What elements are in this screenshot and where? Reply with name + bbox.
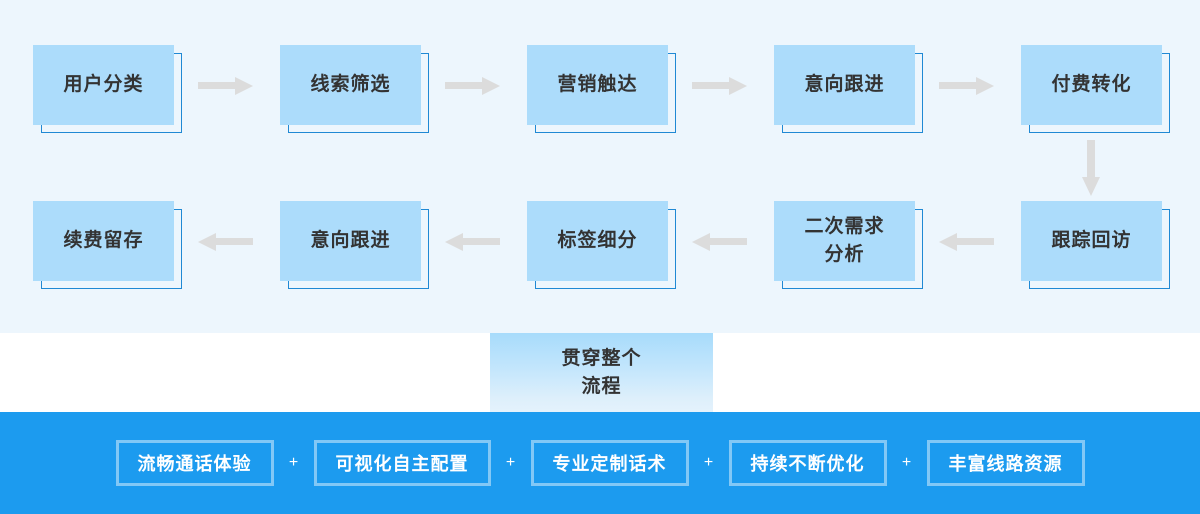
flow-node-lead-screening[interactable]: 线索筛选 [280,45,429,133]
flow-node-renewal-retention[interactable]: 续费留存 [33,201,182,289]
arrow-shaft [462,238,500,245]
flow-node-label: 用户分类 [63,74,144,95]
tag-separator-plus: + [703,454,714,471]
feature-tag-smooth-call-experience[interactable]: 流畅通话体验 [115,440,274,486]
feature-banner: 流畅通话体验 + 可视化自主配置 + 专业定制话术 + 持续不断优化 + 丰富线… [0,412,1200,514]
feature-tag-list: 流畅通话体验 + 可视化自主配置 + 专业定制话术 + 持续不断优化 + 丰富线… [115,440,1085,486]
node-fill [527,45,668,125]
node-fill [280,201,421,281]
flow-node-label: 二次需求 分析 [804,216,885,265]
arrow-right-icon [939,74,994,96]
arrow-head [939,233,957,251]
feature-tag-continuous-optimization[interactable]: 持续不断优化 [728,440,887,486]
arrow-shaft [956,238,994,245]
node-fill [774,201,915,281]
tag-separator-plus: + [505,454,516,471]
flow-node-tag-segmentation[interactable]: 标签细分 [527,201,676,289]
arrow-right-icon [692,74,747,96]
arrow-head [976,77,994,95]
feature-tag-professional-custom-script[interactable]: 专业定制话术 [530,440,689,486]
arrow-head [1082,177,1100,196]
flow-node-tracking-revisit[interactable]: 跟踪回访 [1021,201,1170,289]
arrow-left-icon [445,230,500,252]
feature-tag-visual-self-configuration[interactable]: 可视化自主配置 [313,440,491,486]
arrow-left-icon [939,230,994,252]
flow-node-label: 意向跟进 [310,230,391,251]
node-fill [280,45,421,125]
flow-node-label: 线索筛选 [310,74,391,95]
arrow-shaft [1087,140,1095,178]
arrow-left-icon [692,230,747,252]
arrow-right-icon [198,74,253,96]
node-fill [1021,45,1162,125]
flow-node-paid-conversion[interactable]: 付费转化 [1021,45,1170,133]
arrow-down-icon [1080,140,1102,196]
spanning-process-label: 贯穿整个 流程 [561,347,642,397]
node-fill [33,201,174,281]
node-fill [774,45,915,125]
node-fill [527,201,668,281]
node-fill [33,45,174,125]
arrow-head [235,77,253,95]
flow-node-user-segmentation[interactable]: 用户分类 [33,45,182,133]
tag-separator-plus: + [901,454,912,471]
flow-node-intent-followup-2[interactable]: 意向跟进 [280,201,429,289]
flow-node-marketing-reach[interactable]: 营销触达 [527,45,676,133]
arrow-shaft [445,82,483,89]
arrow-shaft [709,238,747,245]
flow-node-label: 意向跟进 [804,74,885,95]
flow-node-secondary-demand-analysis[interactable]: 二次需求 分析 [774,201,923,289]
flow-node-intent-followup-1[interactable]: 意向跟进 [774,45,923,133]
spanning-process-card[interactable]: 贯穿整个 流程 [490,333,713,412]
arrow-head [729,77,747,95]
flow-node-label: 跟踪回访 [1051,230,1132,251]
flow-node-label: 标签细分 [557,230,638,251]
arrow-right-icon [445,74,500,96]
arrow-shaft [198,82,236,89]
feature-tag-rich-line-resources[interactable]: 丰富线路资源 [926,440,1085,486]
arrow-left-icon [198,230,253,252]
tag-separator-plus: + [288,454,299,471]
flow-node-label: 续费留存 [63,230,144,251]
arrow-head [692,233,710,251]
arrow-shaft [215,238,253,245]
node-fill [1021,201,1162,281]
arrow-shaft [939,82,977,89]
arrow-head [445,233,463,251]
arrow-head [482,77,500,95]
flow-node-label: 付费转化 [1051,74,1132,95]
arrow-shaft [692,82,730,89]
arrow-head [198,233,216,251]
flow-node-label: 营销触达 [557,74,638,95]
